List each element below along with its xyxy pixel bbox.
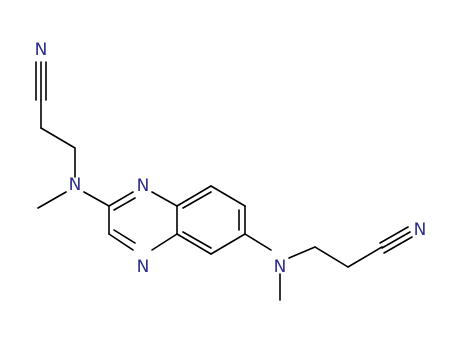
amine-nitrogen-left-label: N [69, 175, 82, 195]
left-n-methyl-amine [37, 191, 110, 209]
bond-c2-n1 [108, 191, 134, 207]
bond-ch2-left-2 [40, 127, 76, 149]
bond-c3-n4 [108, 233, 134, 251]
bond-ring-to-n-right [244, 233, 272, 251]
amine-nitrogen-right-label: N [274, 257, 287, 277]
bond-c2-n1-double [113, 197, 136, 211]
ring-nitrogen-top-label: N [137, 176, 150, 196]
left-n-to-ring-bond [83, 191, 110, 207]
nitrile-nitrogen-top-label: N [35, 40, 48, 60]
bond-c8a-c8 [176, 185, 212, 207]
nitrile-triple-bond-right-c [383, 236, 413, 254]
nitrile-triple-bond-right-a [379, 226, 409, 244]
bond-n-right-to-ch2 [288, 246, 316, 259]
left-methyl-bond [37, 191, 67, 209]
bond-c5-c4a [176, 233, 212, 255]
bond-n1-c8a [151, 191, 178, 207]
bond-c8a-c8-double [182, 191, 212, 209]
left-cyanoethyl-chain [35, 61, 76, 178]
bond-c8-c7 [210, 185, 246, 207]
nitrile-nitrogen-right-label: N [414, 220, 427, 240]
ring-nitrogen-bottom-label: N [137, 257, 150, 277]
pyrazine-ring [108, 191, 178, 251]
bond-c6-c5 [210, 233, 246, 255]
bond-c3-n4-double [113, 229, 136, 244]
bond-ch2-right-2 [314, 246, 349, 268]
bond-ch2-to-nitrile-c [347, 246, 383, 268]
nitrile-triple-bond-right-b [381, 231, 411, 249]
benzene-ring [176, 185, 246, 255]
bond-n4-c4a [151, 233, 178, 251]
bond-c5-c4a-double [182, 231, 212, 249]
right-n-methyl-cyanoethyl [244, 226, 413, 301]
atom-labels: N N N N N N [35, 40, 427, 277]
